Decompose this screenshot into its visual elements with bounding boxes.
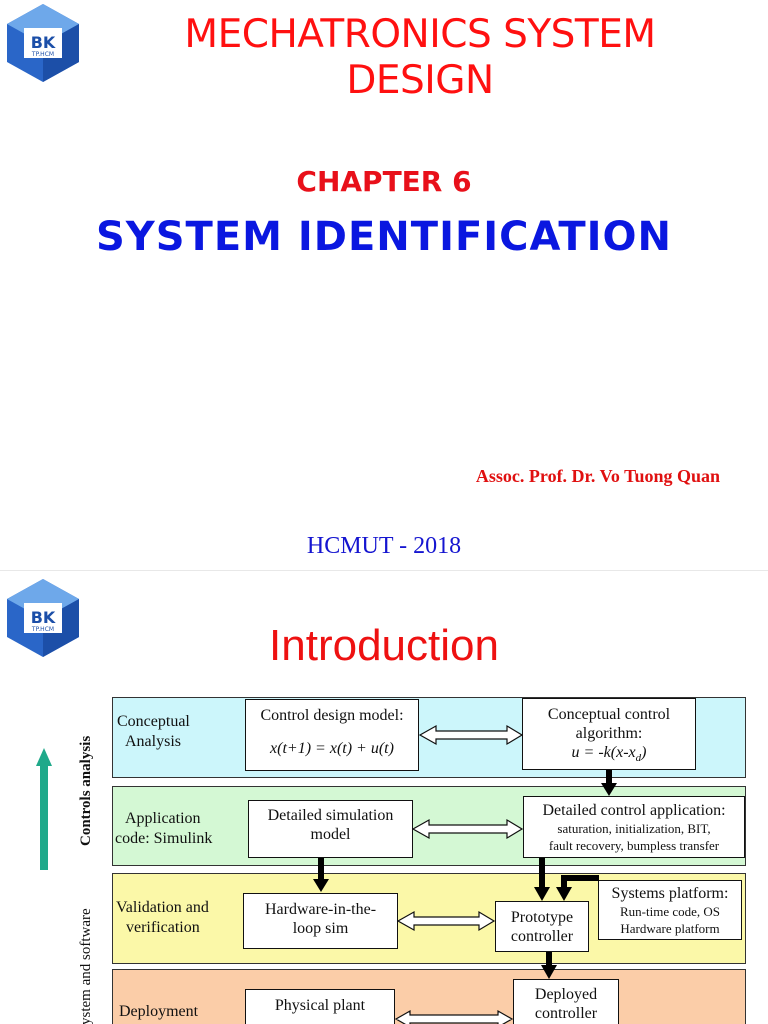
box-hardware-in-loop: Hardware-in-the- loop sim bbox=[243, 893, 398, 949]
band-label: Validation and verification bbox=[116, 899, 209, 936]
slide-title: Introduction bbox=[269, 621, 499, 670]
logo-text: BK bbox=[31, 33, 56, 52]
diagram-arrows bbox=[36, 724, 617, 1024]
box-deployed-controller: Deployed controller bbox=[513, 979, 619, 1024]
title-slide: BK TP.HCM MECHATRONICS SYSTEM DESIGN CHA… bbox=[2, 2, 720, 559]
box-systems-platform: Systems platform: Run-time code, OS Hard… bbox=[598, 880, 742, 940]
down-arrow-icon bbox=[601, 770, 617, 796]
chapter-subject: SYSTEM IDENTIFICATION bbox=[95, 214, 673, 260]
bk-logo-icon: BK TP.HCM bbox=[2, 2, 84, 84]
introduction-slide: BK TP.HCM Introduction Conceptual Analys… bbox=[0, 570, 768, 1024]
down-arrow-icon bbox=[313, 858, 329, 892]
chapter-label: CHAPTER 6 bbox=[296, 165, 472, 198]
double-arrow-icon bbox=[411, 818, 524, 840]
double-arrow-icon bbox=[394, 1009, 514, 1024]
band-label: Deployment bbox=[119, 1003, 199, 1020]
box-detailed-control-application: Detailed control application: saturation… bbox=[523, 796, 745, 858]
box-prototype-controller: Prototype controller bbox=[495, 901, 589, 952]
double-arrow-icon bbox=[396, 910, 496, 932]
author-name: Assoc. Prof. Dr. Vo Tuong Quan bbox=[475, 466, 720, 486]
box-conceptual-control-algorithm: Conceptual control algorithm: u = -k(x-x… bbox=[522, 698, 696, 770]
band-label: Conceptual Analysis bbox=[117, 713, 190, 750]
logo-subtext: TP.HCM bbox=[31, 626, 54, 633]
elbow-arrow-icon bbox=[556, 875, 599, 901]
down-arrow-icon bbox=[541, 952, 557, 979]
box-control-design-model: Control design model: x(t+1) = x(t) + u(… bbox=[245, 699, 419, 771]
slide-footer: HCMUT - 2018 bbox=[306, 533, 462, 559]
down-arrow-icon bbox=[534, 858, 550, 901]
green-up-arrow-icon bbox=[36, 748, 52, 870]
box-detailed-simulation-model: Detailed simulation model bbox=[248, 800, 413, 858]
slide-title: MECHATRONICS SYSTEM DESIGN bbox=[184, 12, 656, 103]
double-arrow-icon bbox=[418, 724, 524, 746]
band-label: Application code: Simulink bbox=[115, 810, 213, 847]
logo-text: BK bbox=[31, 608, 56, 627]
logo-subtext: TP.HCM bbox=[31, 51, 54, 58]
bk-logo-icon: BK TP.HCM bbox=[2, 577, 84, 659]
box-physical-plant: Physical plant bbox=[245, 989, 395, 1024]
